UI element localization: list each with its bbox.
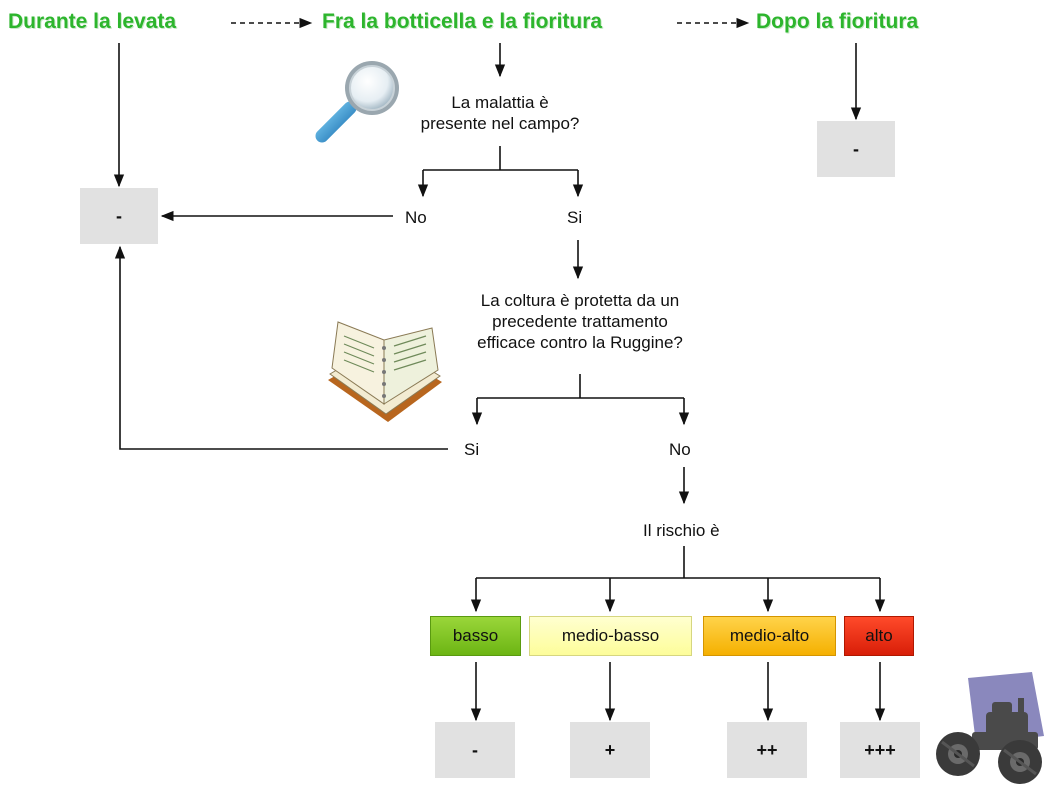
phase-dopo-la-fioritura: Dopo la fioritura (756, 10, 919, 33)
risk-level-alto: alto (844, 616, 914, 656)
phase-durante-la-levata: Durante la levata (8, 10, 177, 33)
answer-q1-si: Si (567, 208, 583, 227)
question-coltura-protetta: La coltura è protetta da un precedente t… (430, 290, 730, 353)
outcome-box-after-flowering: - (817, 121, 895, 177)
question-malattia-presente: La malattia è presente nel campo? (400, 92, 600, 134)
book-icon (328, 321, 442, 422)
risk-level-medio-alto: medio-alto (703, 616, 836, 656)
answer-q1-no: No (405, 208, 427, 227)
outcome-box-medio-alto: ++ (727, 722, 807, 778)
outcome-box-no-treatment: - (80, 188, 158, 244)
arrow-si-to-left (114, 245, 448, 450)
question-1-line-2: presente nel campo? (420, 114, 580, 133)
magnifier-icon (315, 61, 399, 143)
outcome-box-basso: - (435, 722, 515, 778)
risk-level-basso: basso (430, 616, 521, 656)
question-2-line-3: efficace contro la Ruggine? (477, 333, 683, 352)
question-rischio: Il rischio è (643, 521, 720, 540)
risk-level-medio-basso: medio-basso (529, 616, 692, 656)
question-1-line-1: La malattia è (451, 93, 549, 112)
answer-q2-si: Si (464, 440, 480, 459)
phase-fra-botticella-fioritura: Fra la botticella e la fioritura (322, 10, 603, 33)
question-2-line-1: La coltura è protetta da un (480, 291, 680, 310)
outcome-box-medio-basso: + (570, 722, 650, 778)
outcome-box-alto: +++ (840, 722, 920, 778)
question-2-line-2: precedente trattamento (492, 312, 668, 331)
answer-q2-no: No (669, 440, 691, 459)
tractor-icon (936, 672, 1044, 784)
